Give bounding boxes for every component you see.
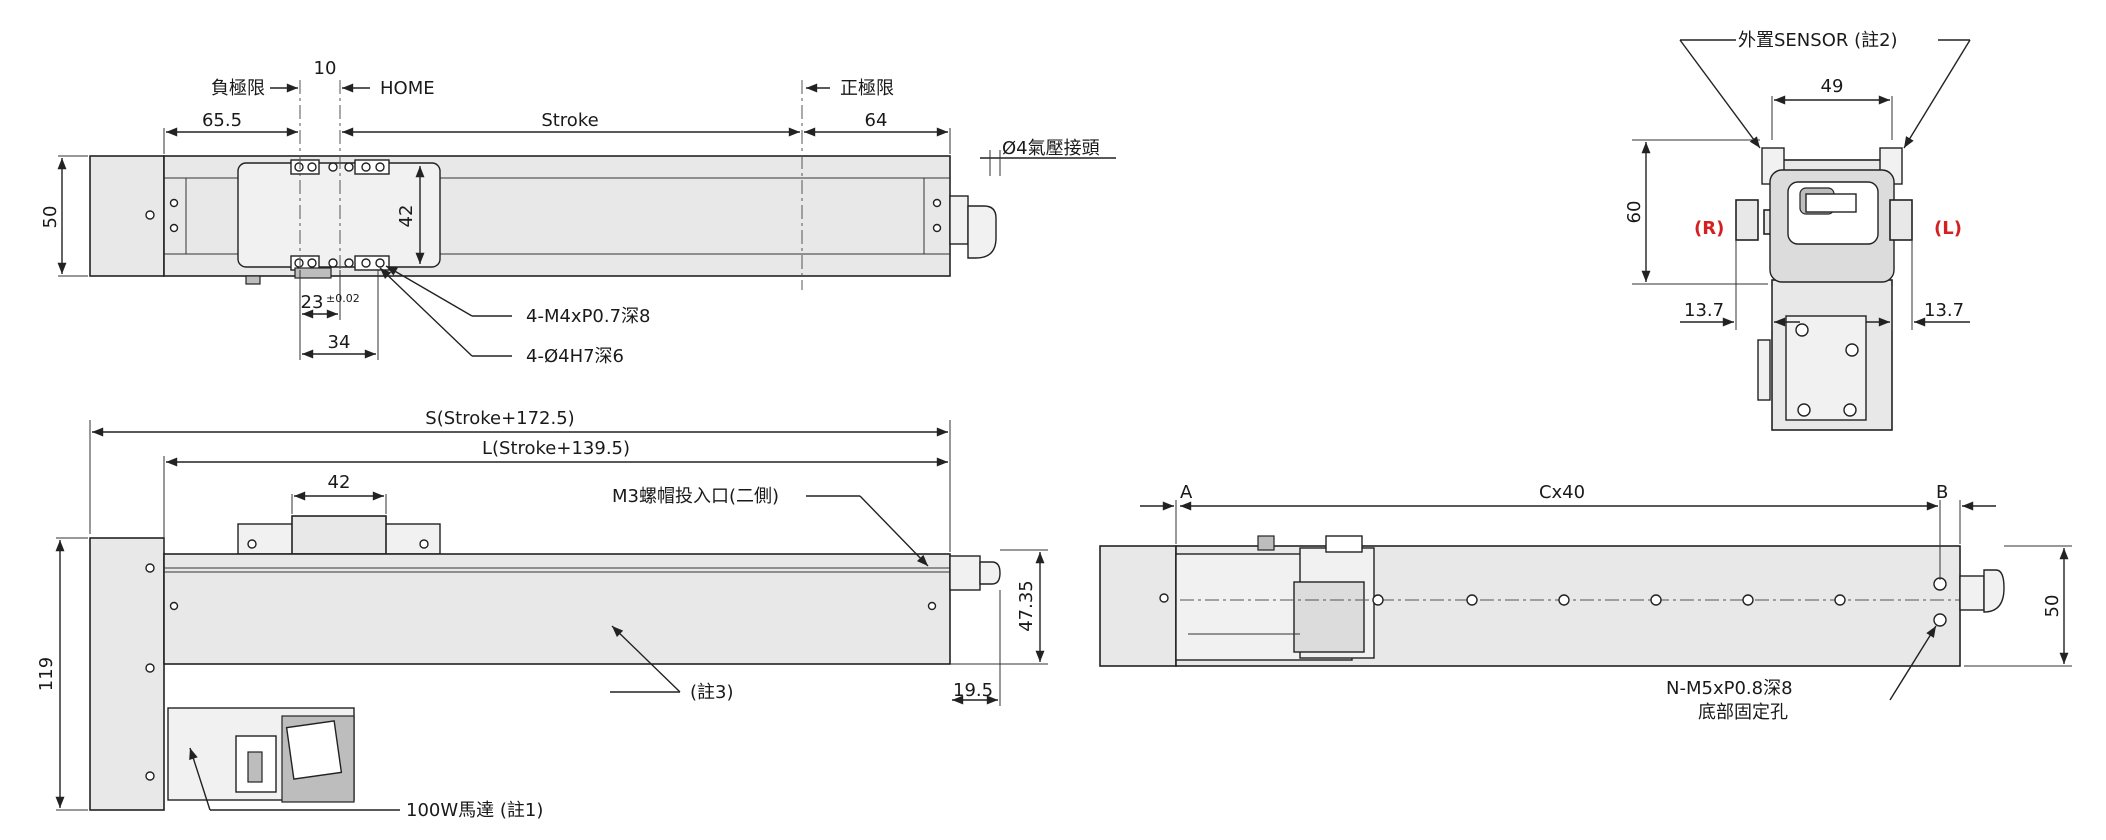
offset-left-13-7: 13.7 bbox=[1684, 300, 1724, 321]
home-offset-10: 10 bbox=[314, 58, 337, 79]
right-side-label: (R) bbox=[1694, 218, 1724, 239]
dim-pitch-tolerance: ±0.02 bbox=[326, 292, 360, 305]
dim-a: A bbox=[1180, 482, 1193, 503]
neg-limit-label: 負極限 bbox=[211, 78, 265, 99]
side-carriage-42: 42 bbox=[328, 472, 351, 493]
fitting-length-19-5: 19.5 bbox=[953, 680, 993, 701]
offset-right-13-7: 13.7 bbox=[1924, 300, 1964, 321]
body-length: L(Stroke+139.5) bbox=[482, 438, 630, 459]
dim-b: B bbox=[1936, 482, 1948, 503]
dim-left-65-5: 65.5 bbox=[202, 110, 242, 131]
end-width-49: 49 bbox=[1821, 76, 1844, 97]
mount-holes-label: N-M5xP0.8深8 bbox=[1666, 678, 1793, 699]
m3-nut-inlet-label: M3螺帽投入口(二側) bbox=[612, 486, 779, 507]
bottom-view: A Cx40 B 50 N-M5xP0.8深8 底部固定孔 bbox=[1099, 482, 2072, 723]
bottom-height-50: 50 bbox=[2042, 595, 2063, 618]
end-view: 49 60 (R) (L) 13.7 13.7 外置SENSOR (註2) bbox=[1624, 30, 1971, 431]
dim-height-50: 50 bbox=[40, 206, 61, 229]
side-view: S(Stroke+172.5) L(Stroke+139.5) 42 M3螺帽投… bbox=[36, 408, 1048, 821]
dim-pitch-23: 23 bbox=[301, 292, 324, 313]
pin-holes-label: 4-Ø4H7深6 bbox=[526, 346, 624, 367]
fitting-height-47-35: 47.35 bbox=[1016, 580, 1037, 632]
note-3: (註3) bbox=[690, 682, 734, 703]
dim-right-64: 64 bbox=[865, 110, 888, 131]
overall-length: S(Stroke+172.5) bbox=[425, 408, 574, 429]
dim-stroke: Stroke bbox=[541, 110, 598, 131]
mount-holes-desc: 底部固定孔 bbox=[1698, 702, 1788, 723]
home-label: HOME bbox=[380, 78, 435, 99]
pos-limit-label: 正極限 bbox=[840, 78, 894, 99]
dim-pitch-34: 34 bbox=[328, 332, 351, 353]
motor-label: 100W馬達 (註1) bbox=[406, 800, 543, 821]
left-side-label: (L) bbox=[1934, 218, 1962, 239]
top-view: 65.5 Stroke 64 負極限 10 HOME 正極限 50 42 Ø4氣… bbox=[40, 58, 1116, 367]
tapped-holes-label: 4-M4xP0.7深8 bbox=[526, 306, 651, 327]
air-fitting-label: Ø4氣壓接頭 bbox=[1002, 138, 1100, 159]
dim-pitch-cx40: Cx40 bbox=[1539, 482, 1585, 503]
total-height-119: 119 bbox=[36, 657, 57, 691]
dim-carriage-42: 42 bbox=[396, 205, 417, 228]
end-height-60: 60 bbox=[1624, 201, 1645, 224]
external-sensor-note: 外置SENSOR (註2) bbox=[1738, 30, 1898, 51]
